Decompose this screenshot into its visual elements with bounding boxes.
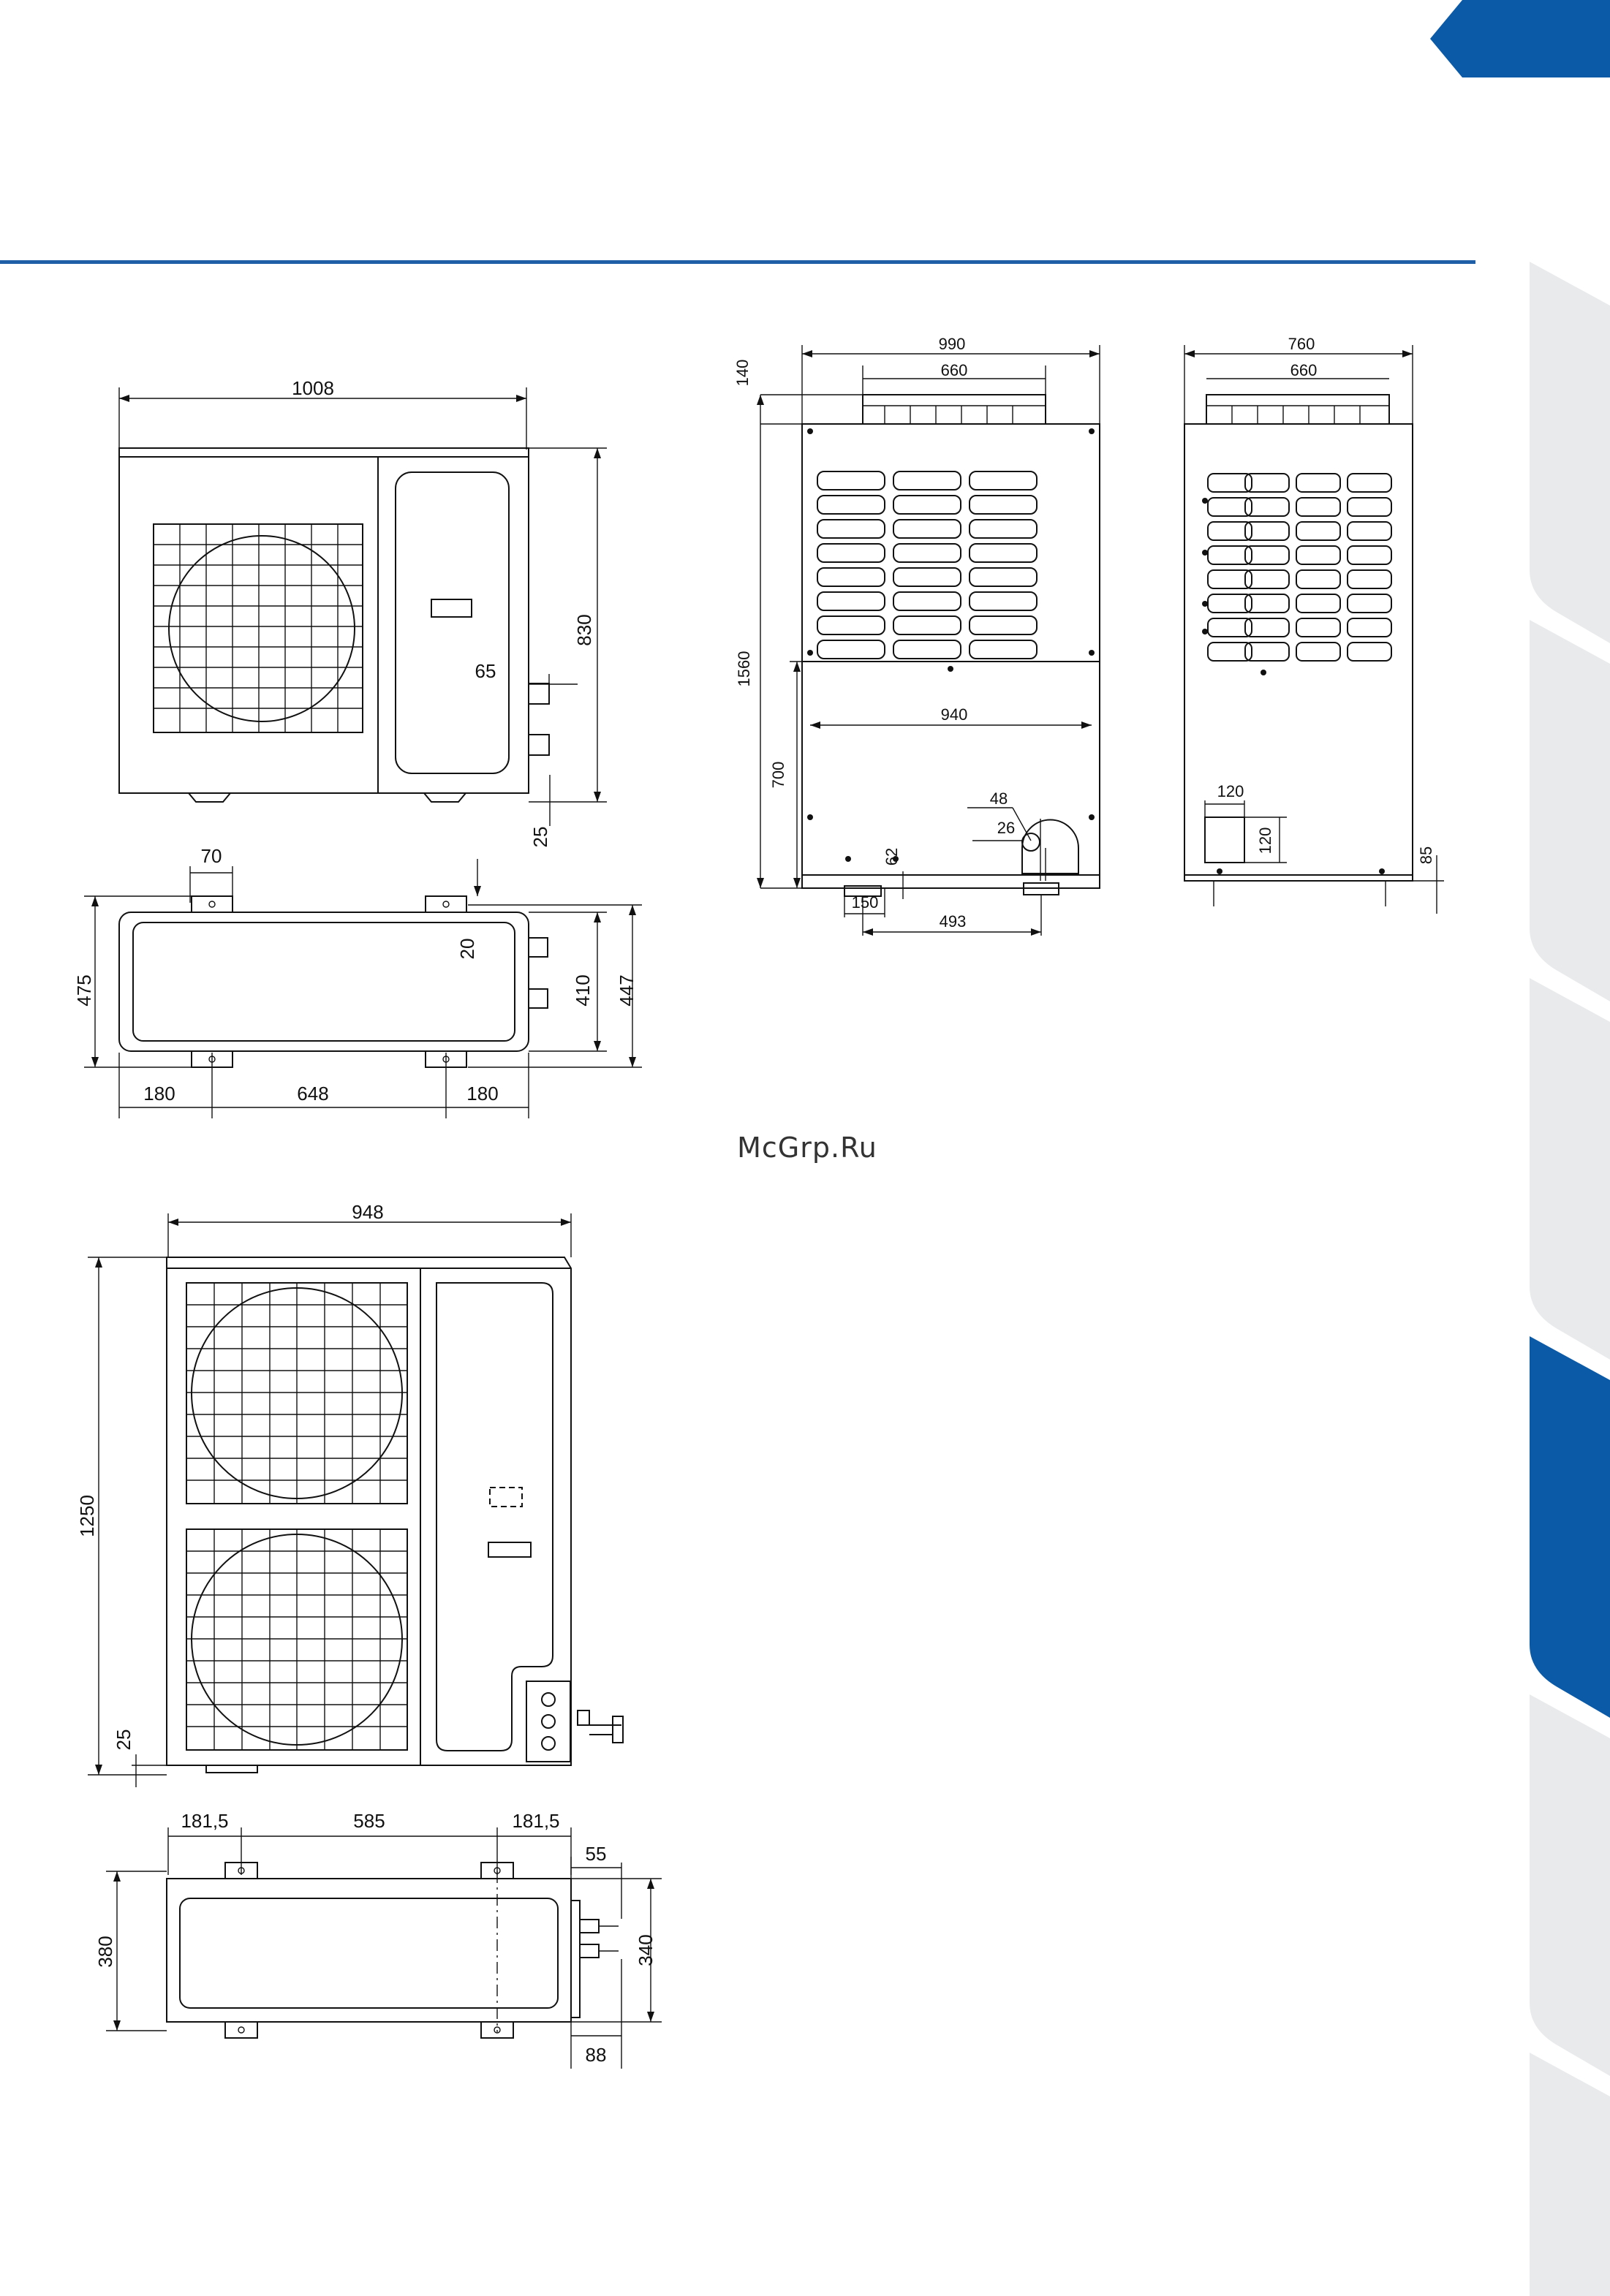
dim-center-648: 648 bbox=[297, 1083, 328, 1105]
dim-side-660: 660 bbox=[1290, 361, 1318, 379]
dim-width-948: 948 bbox=[352, 1201, 383, 1223]
dim-width-990: 990 bbox=[939, 335, 966, 353]
louvre-panel bbox=[817, 471, 1037, 659]
dim-88: 88 bbox=[586, 2044, 607, 2066]
dim-height-1560: 1560 bbox=[735, 651, 753, 687]
side-tab-active[interactable] bbox=[1530, 1336, 1610, 1718]
dim-depth-410: 410 bbox=[572, 974, 594, 1006]
dim-26: 26 bbox=[997, 819, 1015, 837]
dim-box-120-h: 120 bbox=[1256, 827, 1274, 855]
side-tab-1[interactable] bbox=[1530, 262, 1610, 643]
dim-65: 65 bbox=[475, 660, 496, 682]
side-tab-2[interactable] bbox=[1530, 620, 1610, 1001]
side-tabs bbox=[1530, 262, 1610, 2296]
dim-foot-25-c: 25 bbox=[113, 1729, 135, 1751]
dim-outlet-660: 660 bbox=[941, 361, 968, 379]
dim-height-830: 830 bbox=[573, 614, 595, 645]
dim-foot-70: 70 bbox=[201, 845, 222, 867]
fan-circle bbox=[169, 536, 355, 721]
dim-left-180: 180 bbox=[143, 1083, 175, 1105]
unit-c-front-view: 948 bbox=[76, 1201, 623, 1787]
dim-depth-380: 380 bbox=[94, 1936, 116, 1967]
dim-inner-940: 940 bbox=[941, 705, 968, 724]
dim-center-585: 585 bbox=[353, 1810, 385, 1832]
dim-pad-20: 20 bbox=[456, 939, 478, 960]
watermark: McGrp.Ru bbox=[737, 1132, 877, 1164]
dim-foot-85: 85 bbox=[1417, 846, 1435, 864]
dim-depth-340: 340 bbox=[635, 1934, 657, 1966]
dim-top-140: 140 bbox=[733, 360, 752, 387]
dim-lower-700: 700 bbox=[769, 762, 787, 789]
dim-right-180: 180 bbox=[466, 1083, 498, 1105]
corner-tab bbox=[1430, 0, 1610, 77]
dim-right-181-5: 181,5 bbox=[512, 1810, 559, 1832]
unit-c-top-view: 181,5 585 181,5 380 340 55 bbox=[94, 1810, 662, 2069]
dim-side-760: 760 bbox=[1288, 335, 1315, 353]
dim-box-120-w: 120 bbox=[1217, 782, 1244, 800]
dim-48: 48 bbox=[990, 789, 1008, 808]
unit-b-front-view: 990 660 bbox=[733, 335, 1100, 936]
side-tab-6[interactable] bbox=[1530, 2053, 1610, 2296]
fan-grille bbox=[154, 524, 363, 732]
header-decor bbox=[0, 0, 1610, 264]
dim-width-1008: 1008 bbox=[292, 377, 334, 399]
unit-b-side-view: 760 660 120 bbox=[1184, 335, 1444, 914]
dim-depth-447: 447 bbox=[616, 974, 638, 1006]
dim-left-181-5: 181,5 bbox=[181, 1810, 228, 1832]
dim-493: 493 bbox=[940, 912, 967, 931]
side-tab-5[interactable] bbox=[1530, 1694, 1610, 2076]
header-rule bbox=[0, 260, 1475, 264]
dim-height-1250: 1250 bbox=[76, 1495, 98, 1537]
dim-150: 150 bbox=[852, 893, 879, 912]
dim-62: 62 bbox=[883, 848, 901, 865]
dim-depth-475: 475 bbox=[73, 974, 95, 1006]
unit-a-top-view: 70 20 475 410 447 bbox=[73, 845, 642, 1118]
dim-55: 55 bbox=[586, 1843, 607, 1865]
side-tab-3[interactable] bbox=[1530, 978, 1610, 1360]
dim-foot-25: 25 bbox=[529, 827, 551, 848]
unit-a-front-view: 1008 65 bbox=[119, 377, 607, 847]
